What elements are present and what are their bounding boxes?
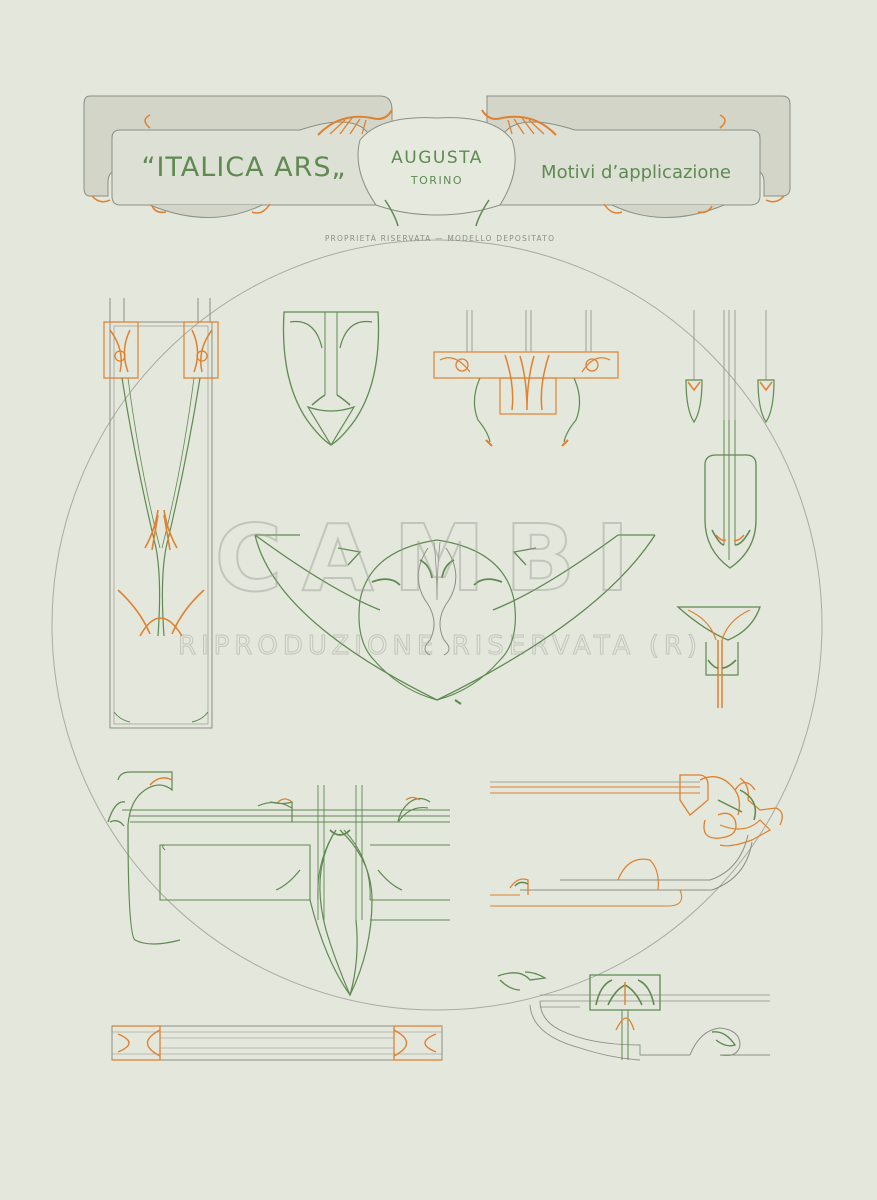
ornament-horizontal-bar (111, 1025, 443, 1061)
ornament-fan-bracket (497, 971, 770, 1061)
copyright-notice: PROPRIETÀ RISERVATA — MODELLO DEPOSITATO (325, 234, 555, 243)
title-augusta: AUGUSTA (391, 148, 483, 168)
header-banner (83, 95, 791, 227)
ornament-wide-fan (254, 534, 656, 705)
ornament-vertical-drops (685, 310, 775, 569)
watermark-mark: CAMBI (215, 505, 650, 612)
ornament-right-arm (490, 774, 783, 907)
ornament-small-goblet (676, 606, 761, 708)
watermark: CAMBI RIPRODUZIONE RISERVATA (R) (177, 504, 702, 662)
background-circle (51, 239, 823, 1011)
ornament-lintel (433, 310, 619, 447)
title-italica-ars: “ITALICA ARS„ (141, 152, 346, 183)
watermark-caption: RIPRODUZIONE RISERVATA (R) (178, 631, 702, 661)
ornament-tall-v-panel (103, 298, 219, 729)
ornament-left-bracket (107, 771, 450, 997)
title-motivi: Motivi d’applicazione (541, 162, 731, 183)
title-torino: TORINO (410, 174, 463, 187)
ornament-shield (282, 311, 380, 447)
